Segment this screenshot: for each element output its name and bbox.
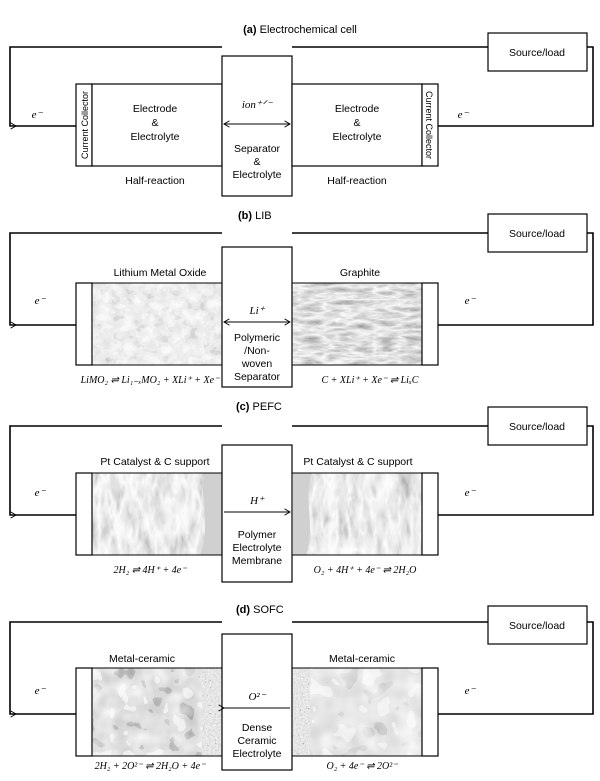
metal-ceramic-left-micrograph <box>92 668 202 756</box>
metal-ceramic-right-micrograph <box>310 668 422 756</box>
source-load-box <box>487 605 588 645</box>
separator-line2: Electrolyte <box>232 542 281 554</box>
panel-electrochemical-cell: (a) Electrochemical cell Source/load e⁻ … <box>9 24 594 197</box>
separator-line1: Polymer <box>238 529 277 541</box>
external-circuit-right <box>436 621 594 715</box>
electron-right-label: e⁻ <box>465 487 477 499</box>
left-electrode-box <box>91 83 223 167</box>
right-electrode-box <box>291 83 423 167</box>
source-load-label: Source/load <box>509 228 565 240</box>
ion-label: ion⁺ᐟ⁻ <box>242 99 274 111</box>
half-reaction-right: Half-reaction <box>327 175 387 187</box>
separator-box <box>221 444 293 583</box>
current-collector-right <box>421 667 439 757</box>
pt-catalyst-right-micrograph <box>292 473 422 555</box>
membrane-interface-left <box>200 473 222 555</box>
electron-left-label: e⁻ <box>35 487 47 499</box>
separator-line2: & <box>253 156 260 168</box>
source-load-label: Source/load <box>509 47 565 59</box>
half-reaction-right: O₂ + 4e⁻ ⇌ 2O²⁻ <box>326 761 398 772</box>
half-reaction-left: 2H₂ + 2O²⁻ ⇌ 2H₂O + 4e⁻ <box>95 761 206 772</box>
separator-line1: Polymeric <box>234 332 280 344</box>
current-collector-left <box>75 472 93 556</box>
source-load-label: Source/load <box>509 620 565 632</box>
source-load-box <box>487 406 588 446</box>
graphite-micrograph <box>292 283 422 365</box>
right-electrode-line1: Electrode <box>335 103 380 115</box>
current-collector-right-label: Current Collector <box>424 91 434 159</box>
functional-layer-left <box>202 668 222 756</box>
right-material-label: Metal-ceramic <box>329 653 395 665</box>
right-electrode-line2: & <box>353 117 360 129</box>
panel-pefc: (c) PEFC Source/load e⁻ e⁻ Pt Catalyst &… <box>9 401 594 583</box>
separator-line3: Membrane <box>232 555 282 567</box>
lithium-metal-oxide-micrograph <box>92 283 222 365</box>
electron-left-label: e⁻ <box>35 685 47 697</box>
separator-line2: Ceramic <box>237 735 276 747</box>
electron-right-label: e⁻ <box>458 109 470 121</box>
panel-lib: (b) LIB Source/load e⁻ e⁻ Lithium Metal … <box>9 210 594 388</box>
left-material-label: Lithium Metal Oxide <box>114 267 207 279</box>
right-material-label: Pt Catalyst & C support <box>303 456 412 468</box>
current-collector-right <box>421 282 439 366</box>
current-collector-left-label: Current Collector <box>80 91 90 159</box>
source-load-box <box>487 32 588 72</box>
pt-catalyst-left-micrograph <box>92 473 222 555</box>
source-load-box <box>487 213 588 253</box>
current-collector-right <box>421 472 439 556</box>
ion-label: H⁺ <box>249 495 265 507</box>
half-reaction-left: LiMO₂ ⇌ Li₁₋ₓMO₂ + XLi⁺ + Xe⁻ <box>80 375 220 386</box>
separator-line3: woven <box>241 358 273 370</box>
separator-line3: Electrolyte <box>232 169 281 181</box>
external-circuit-right <box>436 425 594 516</box>
left-electrode-line1: Electrode <box>133 103 178 115</box>
left-material-label: Metal-ceramic <box>109 653 175 665</box>
current-collector-right <box>421 83 439 167</box>
separator-line3: Electrolyte <box>232 748 281 760</box>
source-load-label: Source/load <box>509 421 565 433</box>
panel-sofc: (d) SOFC Source/load e⁻ e⁻ Metal-ceramic… <box>9 604 594 772</box>
panel-title: (a) Electrochemical cell <box>243 24 357 36</box>
separator-line1: Separator <box>234 143 281 155</box>
electron-left-label: e⁻ <box>32 109 44 121</box>
ion-label: O²⁻ <box>248 691 266 703</box>
half-reaction-left: 2H₂ ⇌ 4H⁺ + 4e⁻ <box>113 565 187 576</box>
half-reaction-right: C + XLi⁺ + Xe⁻ ⇌ LiₓC <box>322 375 419 386</box>
panel-title: (b) LIB <box>238 210 272 222</box>
half-reaction-left: Half-reaction <box>125 175 185 187</box>
left-electrode-line2: & <box>151 117 158 129</box>
electron-left-label: e⁻ <box>35 295 47 307</box>
current-collector-left <box>75 282 93 366</box>
external-circuit-right <box>436 46 594 127</box>
separator-line1: Dense <box>242 722 273 734</box>
separator-box <box>221 633 293 771</box>
left-electrode-line3: Electrolyte <box>130 131 179 143</box>
external-circuit-right <box>436 232 594 326</box>
membrane-interface-right <box>292 473 312 555</box>
functional-layer-right <box>292 668 310 756</box>
right-electrode-line3: Electrolyte <box>332 131 381 143</box>
right-material-label: Graphite <box>340 267 380 279</box>
ion-label: Li⁺ <box>249 305 266 317</box>
separator-line2: /Non- <box>244 345 270 357</box>
electron-right-label: e⁻ <box>465 685 477 697</box>
half-reaction-right: O₂ + 4H⁺ + 4e⁻ ⇌ 2H₂O <box>314 565 417 576</box>
panel-title: (c) PEFC <box>236 401 282 413</box>
left-material-label: Pt Catalyst & C support <box>100 456 209 468</box>
electron-right-label: e⁻ <box>465 295 477 307</box>
current-collector-left <box>75 667 93 757</box>
separator-line4: Separator <box>234 371 281 383</box>
panel-title: (d) SOFC <box>236 604 284 616</box>
separator-box <box>221 246 293 388</box>
